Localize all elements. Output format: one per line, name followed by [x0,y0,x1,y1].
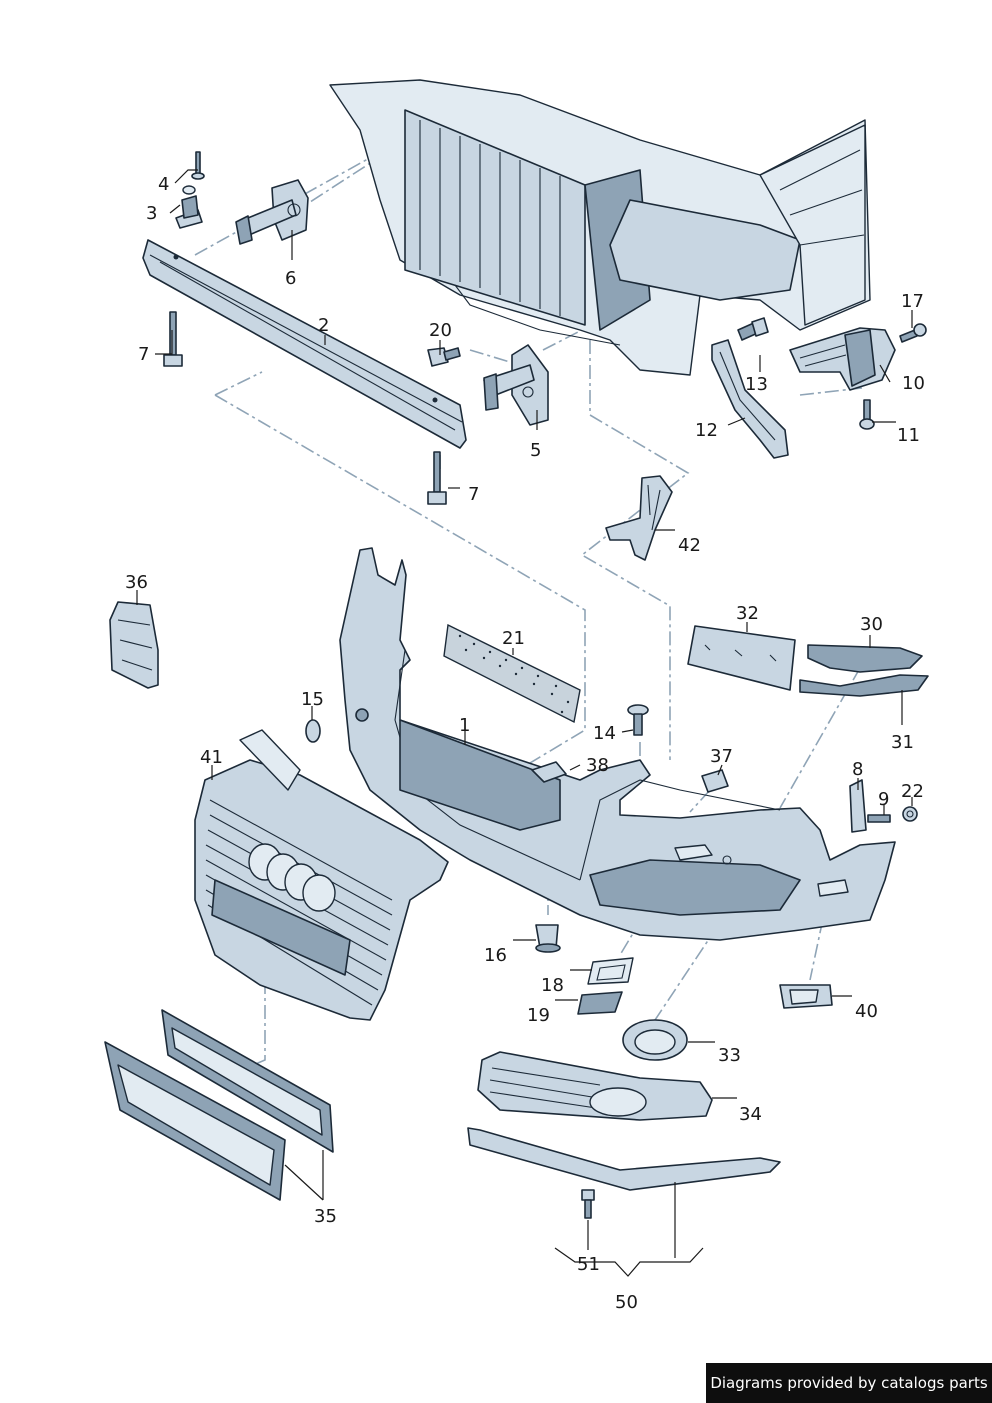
callout-16: 16 [484,945,507,966]
guide-bracket-12 [711,339,789,459]
callout-40: 40 [855,1001,878,1022]
lower-grille-34 [477,1051,713,1121]
screw-14 [627,704,649,736]
credit-badge: Diagrams provided by catalogs parts [706,1363,992,1403]
callout-21: 21 [502,628,525,649]
callout-3: 3 [146,203,157,224]
fog-lamp-trim-33 [622,1019,688,1061]
nut-37 [701,769,729,793]
bolt-13 [737,317,769,341]
callout-30: 30 [860,614,883,635]
callout-50: 50 [615,1292,638,1313]
impact-absorber-6 [235,179,309,245]
grille-frame-35 [104,1009,334,1201]
callout-35: 35 [314,1206,337,1227]
side-bracket-10 [789,327,896,391]
callout-5: 5 [530,440,541,461]
callout-32: 32 [736,603,759,624]
nut-22 [902,806,918,822]
bumper-holder-3 [175,185,203,229]
bracket-42 [605,475,673,561]
grille-emblem-rings [248,843,336,912]
bolt-7-lower [427,451,447,505]
bumper-cover-1 [339,547,896,941]
callout-19: 19 [527,1005,550,1026]
bolt-9 [867,814,891,823]
holder-18 [587,957,634,985]
nut-20 [427,347,461,367]
callout-51: 51 [577,1254,600,1275]
reflector-40 [779,984,833,1009]
callout-36: 36 [125,572,148,593]
callout-14: 14 [593,723,616,744]
bumper-beam [142,239,467,449]
callout-41: 41 [200,747,223,768]
callout-7-upper: 7 [138,344,149,365]
energy-absorber-21 [443,623,581,724]
callout-10: 10 [902,373,925,394]
callout-11: 11 [897,425,920,446]
callout-42: 42 [678,535,701,556]
rivet-16 [535,924,561,953]
callout-17: 17 [901,291,924,312]
callout-37: 37 [710,746,733,767]
callout-numbers: 4 3 6 2 7 20 5 7 13 12 17 10 11 42 36 32… [125,174,925,1313]
callout-8: 8 [852,759,863,780]
callout-6: 6 [285,268,296,289]
screw-11 [859,399,875,430]
leader-lines [136,169,913,1277]
radiator-grille-41 [194,729,449,1021]
vehicle-front-structure [329,79,871,376]
trim-strip-31 [799,674,929,697]
bolt-7-upper [163,311,183,367]
screw-51 [581,1189,595,1219]
cover-19 [577,991,623,1015]
callout-15: 15 [301,689,324,710]
screw-17 [899,323,927,343]
screw-4 [191,151,205,180]
foam-part-36 [109,601,159,689]
callout-20: 20 [429,320,452,341]
plug-15 [305,719,321,743]
trim-strip-30 [807,644,923,673]
callout-38: 38 [586,755,609,776]
impact-absorber-5 [483,344,549,426]
callout-9: 9 [878,789,889,810]
callout-34: 34 [739,1104,762,1125]
callout-7-lower: 7 [468,484,479,505]
callout-22: 22 [901,781,924,802]
callout-13: 13 [745,374,768,395]
bracket-32 [687,625,796,691]
callout-33: 33 [718,1045,741,1066]
callout-4: 4 [158,174,169,195]
callout-31: 31 [891,732,914,753]
callout-12: 12 [695,420,718,441]
headlamp [609,199,801,301]
callout-18: 18 [541,975,564,996]
spoiler-strip-50 [467,1127,781,1191]
callout-1: 1 [459,715,470,736]
clip-38 [531,761,567,783]
credit-text: Diagrams provided by catalogs parts [710,1374,988,1392]
callout-2: 2 [318,315,329,336]
